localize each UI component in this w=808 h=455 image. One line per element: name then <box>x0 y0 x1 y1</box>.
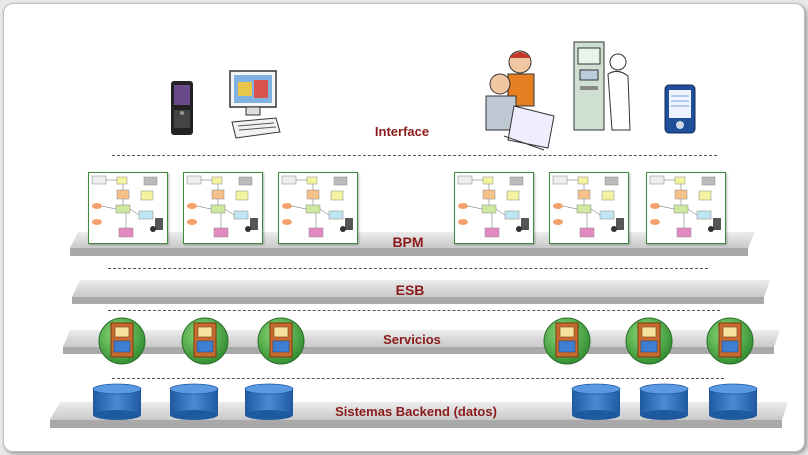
process-diagram-icon <box>88 172 168 244</box>
servicios-platform <box>63 330 780 354</box>
separator-esb-servicios <box>108 310 720 311</box>
process-diagram-icon <box>549 172 629 244</box>
database-icon <box>244 383 294 420</box>
pda-icon <box>664 84 696 134</box>
atm-kiosk-icon <box>573 41 631 131</box>
database-icon <box>708 383 758 420</box>
separator-servicios-backend <box>112 378 724 379</box>
mobile-phone-icon <box>171 81 193 135</box>
service-icon <box>543 317 591 365</box>
process-diagram-icon <box>454 172 534 244</box>
process-diagram-icon <box>278 172 358 244</box>
service-icon <box>181 317 229 365</box>
people-icon <box>485 50 555 151</box>
service-icon <box>257 317 305 365</box>
separator-interface <box>112 155 717 156</box>
service-icon <box>706 317 754 365</box>
layer-label-bpm: BPM <box>392 234 424 250</box>
layer-label-servicios: Servicios <box>383 332 441 347</box>
services-group <box>98 317 754 365</box>
process-diagram-icon <box>646 172 726 244</box>
database-icon <box>92 383 142 420</box>
computer-icon <box>229 70 281 139</box>
process-diagram-icon <box>183 172 263 244</box>
databases-group <box>92 383 758 420</box>
layer-label-interface: Interface <box>374 124 430 139</box>
service-icon <box>625 317 673 365</box>
database-icon <box>639 383 689 420</box>
separator-bpm-esb <box>108 268 708 269</box>
layer-label-esb: ESB <box>395 282 425 298</box>
database-icon <box>169 383 219 420</box>
esb-platform <box>72 280 770 304</box>
layer-label-backend: Sistemas Backend (datos) <box>335 404 497 419</box>
service-icon <box>98 317 146 365</box>
database-icon <box>571 383 621 420</box>
